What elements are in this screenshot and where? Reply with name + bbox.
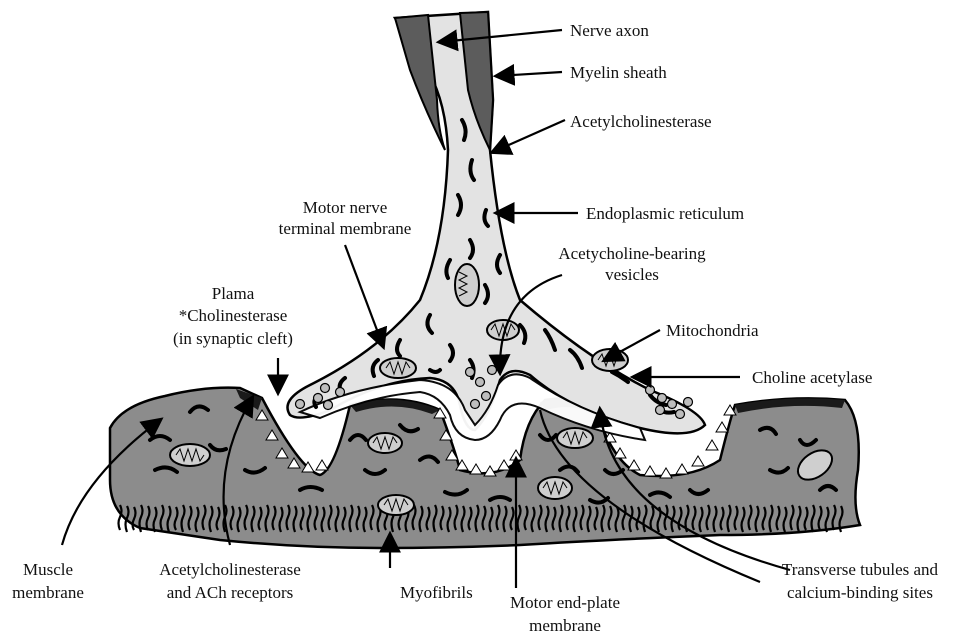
vesicle — [656, 406, 665, 415]
vesicle — [314, 394, 323, 403]
vesicle — [476, 378, 485, 387]
vesicle — [336, 388, 345, 397]
label-choline-acetylase: Choline acetylase — [752, 368, 872, 387]
mitochondrion — [455, 264, 479, 306]
fold-tooth — [628, 460, 640, 470]
vesicle — [668, 400, 677, 409]
label-motor-nerve-terminal-1: Motor nerve — [303, 198, 388, 217]
vesicle — [646, 386, 655, 395]
label-ache-receptors-2: and ACh receptors — [167, 583, 294, 602]
fold-tooth — [644, 466, 656, 476]
mitochondrion — [538, 477, 572, 499]
label-plasma-1: Plama — [212, 284, 255, 303]
mitochondrion — [380, 358, 416, 378]
label-myelin-sheath: Myelin sheath — [570, 63, 667, 82]
mitochondrion — [378, 495, 414, 515]
fold-tooth — [498, 460, 510, 470]
vesicle — [471, 400, 480, 409]
label-motor-nerve-terminal-2: terminal membrane — [279, 219, 412, 238]
vesicle — [296, 400, 305, 409]
label-vesicles-2: vesicles — [605, 265, 659, 284]
label-muscle-membrane-2: membrane — [12, 583, 84, 602]
label-acetylcholinesterase-top: Acetylcholinesterase — [570, 112, 712, 131]
mitochondrion — [170, 444, 210, 466]
fold-tooth — [660, 468, 672, 478]
label-mitochondria: Mitochondria — [666, 321, 759, 340]
fold-tooth — [706, 440, 718, 450]
fold-tooth — [716, 422, 728, 432]
label-endplate-2: membrane — [529, 616, 601, 635]
label-myofibrils: Myofibrils — [400, 583, 473, 602]
label-muscle-membrane-1: Muscle — [23, 560, 73, 579]
label-tubules-2: calcium-binding sites — [787, 583, 933, 602]
label-endoplasmic-reticulum: Endoplasmic reticulum — [586, 204, 744, 223]
vesicle — [658, 394, 667, 403]
vesicle — [324, 401, 333, 410]
label-endplate-1: Motor end-plate — [510, 593, 620, 612]
mitochondrion — [368, 433, 402, 453]
fold-tooth — [470, 464, 482, 474]
fold-tooth — [316, 460, 328, 470]
label-vesicles-1: Acetycholine-bearing — [558, 244, 706, 263]
fold-tooth — [676, 464, 688, 474]
vesicle — [482, 392, 491, 401]
label-ache-receptors-1: Acetylcholinesterase — [159, 560, 301, 579]
vesicle — [684, 398, 693, 407]
mitochondrion — [592, 349, 628, 371]
label-tubules-1: Transverse tubules and — [782, 560, 939, 579]
mitochondrion — [557, 428, 593, 448]
label-plasma-2: *Cholinesterase — [179, 306, 288, 325]
vesicle — [676, 410, 685, 419]
label-plasma-3: (in synaptic cleft) — [173, 329, 293, 348]
fold-tooth — [692, 456, 704, 466]
vesicle — [466, 368, 475, 377]
vesicle — [321, 384, 330, 393]
vesicle — [488, 366, 497, 375]
label-nerve-axon: Nerve axon — [570, 21, 649, 40]
